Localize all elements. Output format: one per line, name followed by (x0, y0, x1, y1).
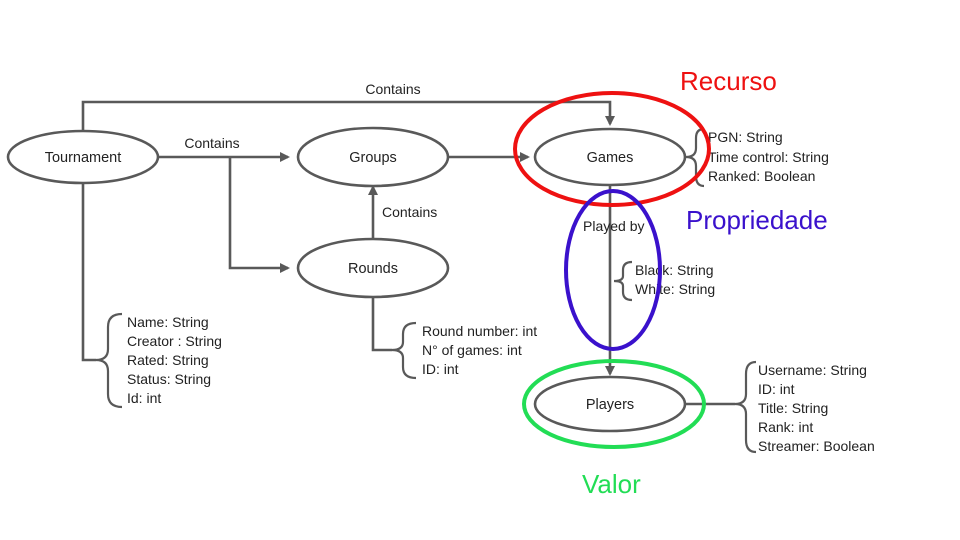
property-item: Rank: int (758, 419, 813, 435)
propriedade-highlight-ring (564, 189, 662, 351)
property-item: N° of games: int (422, 342, 522, 358)
property-item: White: String (635, 281, 715, 297)
property-item: Name: String (127, 314, 209, 330)
property-item: Rated: String (127, 352, 209, 368)
node-games-label: Games (587, 150, 634, 166)
node-players[interactable]: Players (533, 375, 687, 433)
brace-rounds-properties (391, 321, 417, 380)
property-item: Username: String (758, 362, 867, 378)
property-item: Id: int (127, 390, 161, 406)
node-tournament-label: Tournament (45, 150, 122, 166)
valor-highlight-ring (522, 359, 706, 449)
players-properties: Username: String ID: int Title: String R… (758, 362, 875, 454)
edge-tournament-rounds (228, 157, 290, 273)
edge-label-rounds-groups: Contains (382, 204, 437, 220)
node-groups[interactable]: Groups (296, 126, 450, 188)
propriedade-label: Propriedade (686, 205, 828, 235)
rounds-properties: Round number: int N° of games: int ID: i… (422, 323, 537, 377)
connector-rounds-properties (371, 298, 392, 352)
brace-tournament-properties (95, 312, 123, 409)
played-by-properties: Black: String White: String (635, 262, 715, 297)
brace-played-by-properties (613, 260, 633, 302)
brace-games-properties (685, 127, 705, 188)
tournament-properties: Name: String Creator : String Rated: Str… (127, 314, 222, 406)
node-games[interactable]: Games (533, 127, 687, 187)
property-item: PGN: String (708, 129, 783, 145)
edge-label-tournament-games: Contains (365, 81, 420, 97)
property-item: Status: String (127, 371, 211, 387)
edge-tournament-games (81, 100, 615, 135)
node-groups-label: Groups (349, 150, 397, 166)
recurso-label: Recurso (680, 66, 777, 96)
property-item: Creator : String (127, 333, 222, 349)
brace-players-properties (734, 360, 757, 454)
node-rounds-label: Rounds (348, 261, 398, 277)
property-item: Round number: int (422, 323, 537, 339)
property-item: ID: int (758, 381, 795, 397)
property-item: Black: String (635, 262, 714, 278)
edge-label-games-players: Played by (583, 218, 644, 234)
node-rounds[interactable]: Rounds (296, 237, 450, 299)
property-item: Streamer: Boolean (758, 438, 875, 454)
games-properties: PGN: String Time control: String Ranked:… (708, 129, 829, 184)
valor-label: Valor (582, 469, 641, 499)
recurso-highlight-ring (513, 91, 711, 207)
connector-tournament-properties (81, 182, 96, 362)
property-item: Title: String (758, 400, 828, 416)
node-players-label: Players (586, 397, 634, 413)
edge-label-tournament-groups: Contains (184, 135, 239, 151)
node-tournament[interactable]: Tournament (6, 129, 160, 185)
property-item: Time control: String (708, 149, 829, 165)
property-item: Ranked: Boolean (708, 168, 815, 184)
property-item: ID: int (422, 361, 459, 377)
